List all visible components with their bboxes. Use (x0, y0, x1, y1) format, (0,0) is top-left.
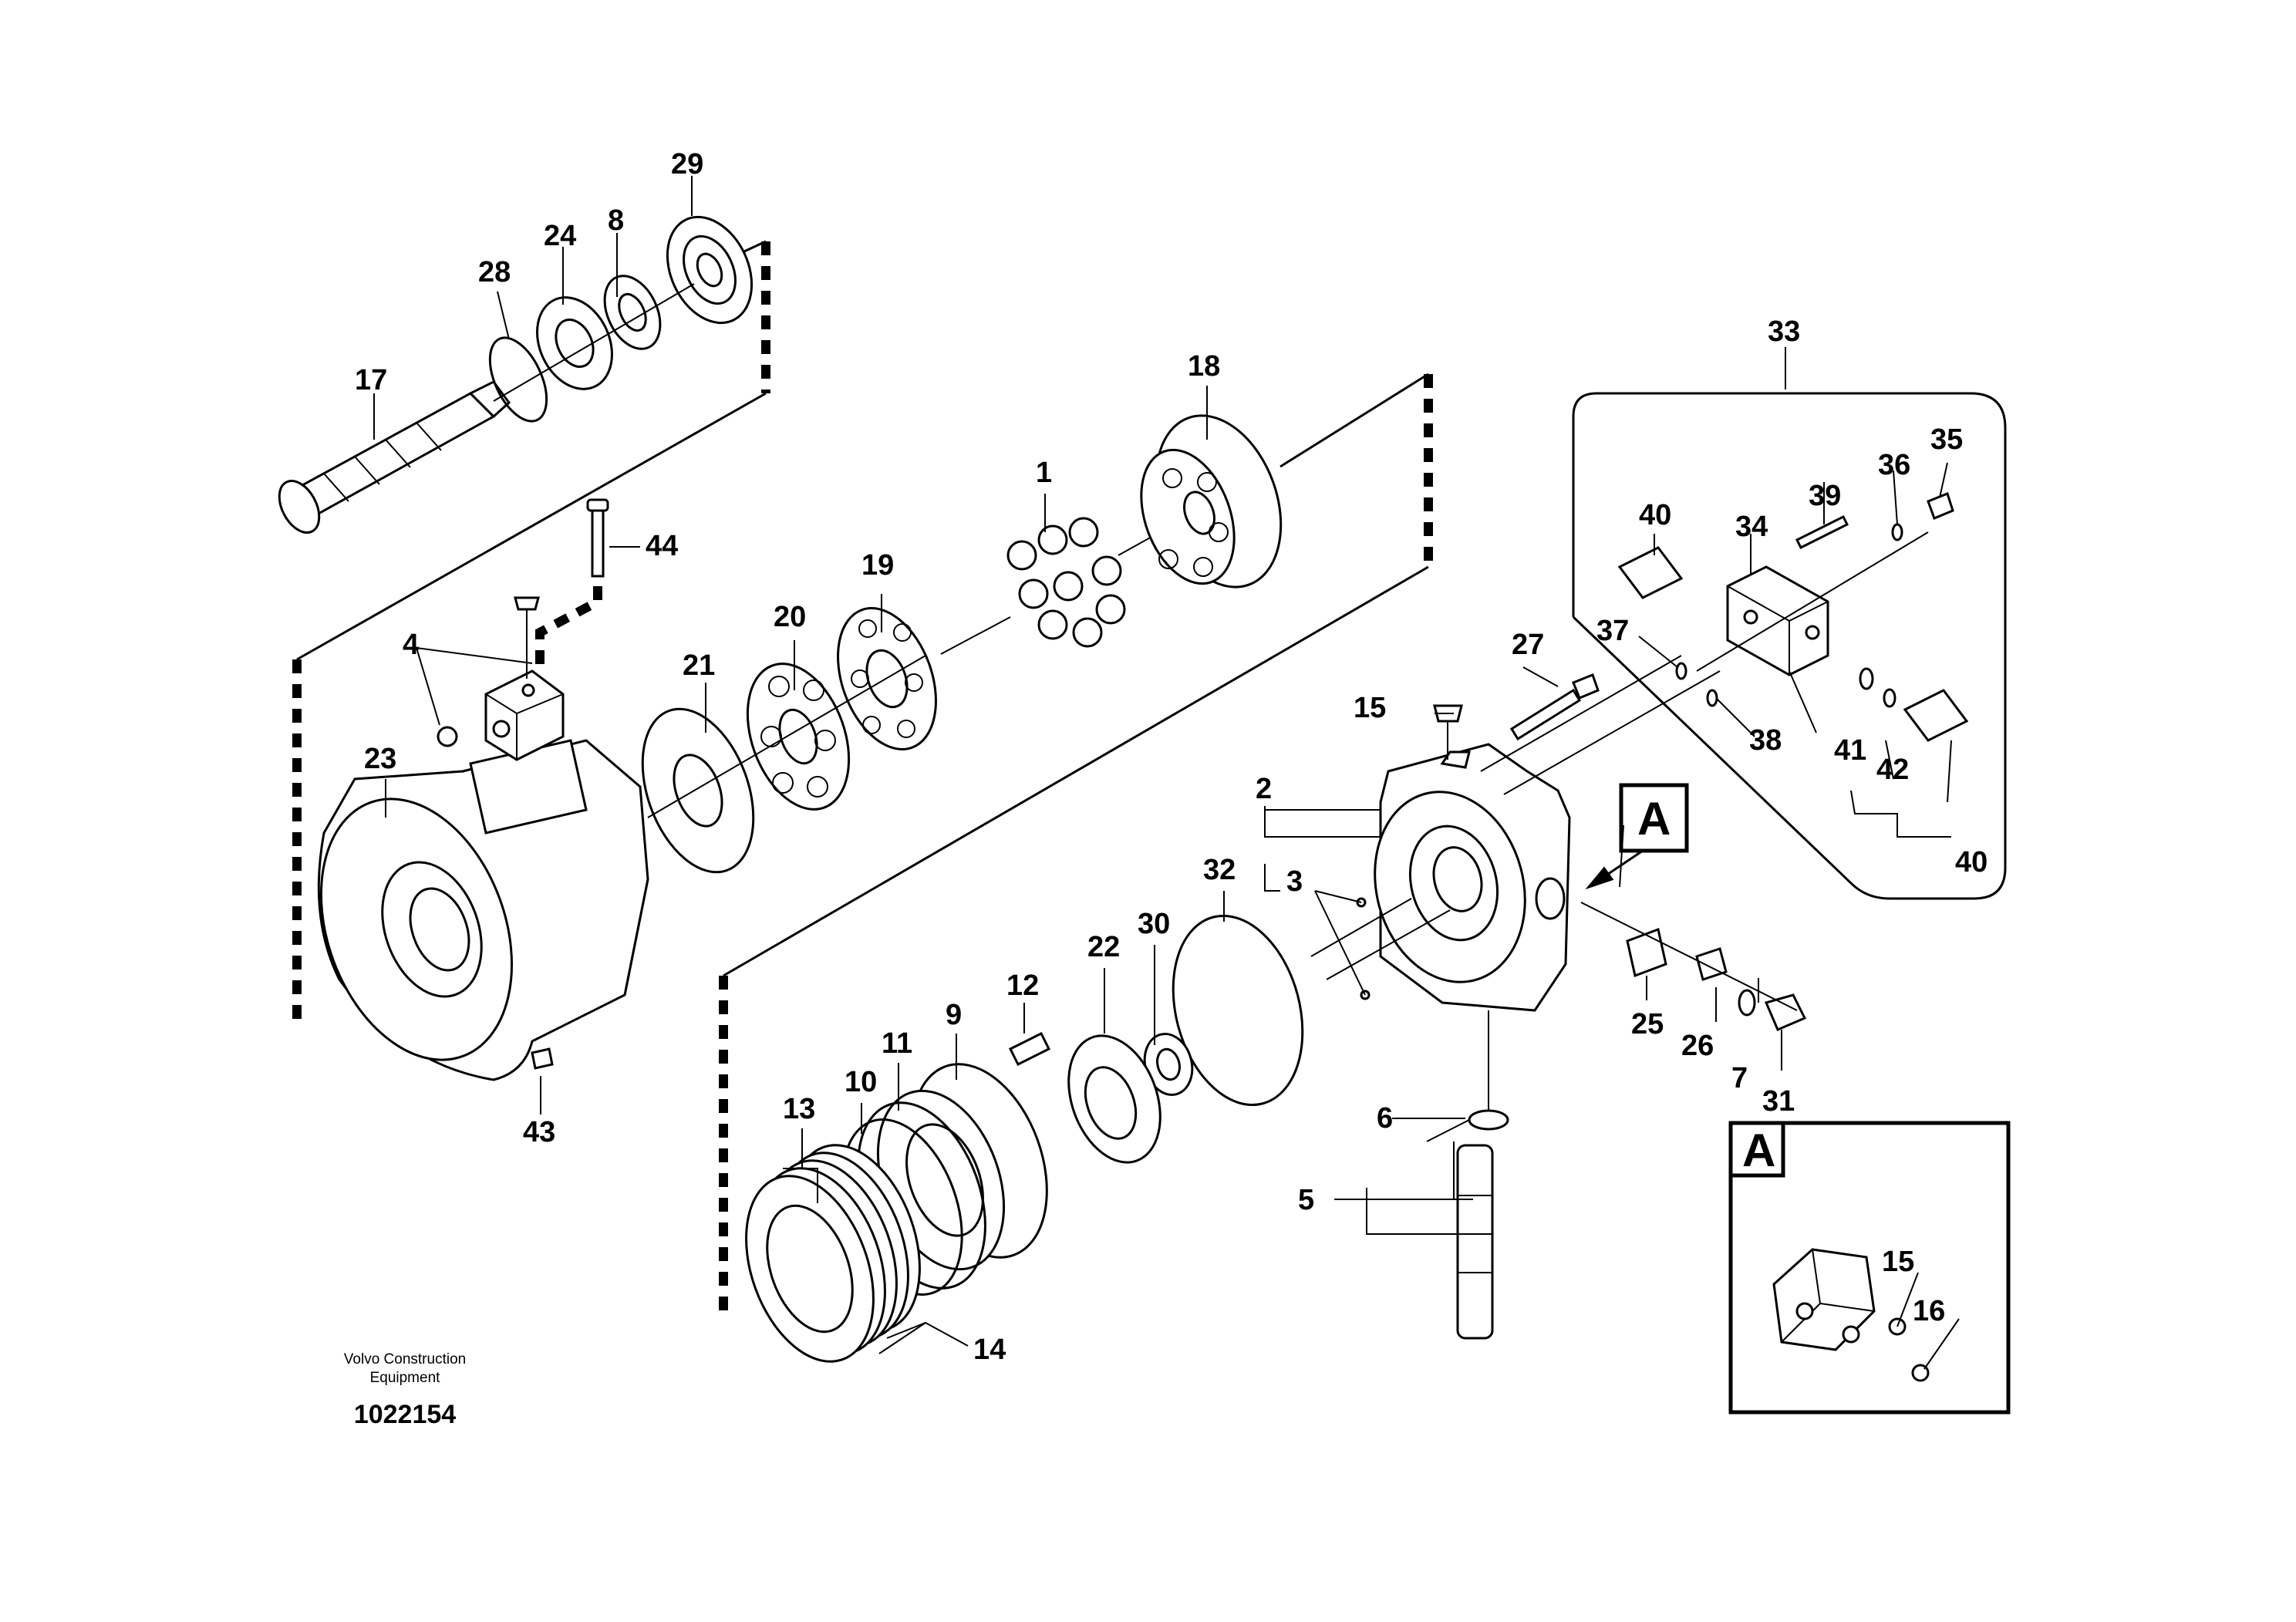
callout-14: 14 (973, 1334, 1006, 1366)
friction-plates-13-14 (745, 1144, 921, 1363)
callout-35: 35 (1930, 423, 1963, 456)
inset-33-assembly (1572, 392, 2007, 900)
valve-cover-2 (1374, 743, 1571, 1012)
callout-12: 12 (1006, 969, 1039, 1002)
callout-9: 9 (946, 999, 962, 1031)
callout-11: 11 (882, 1027, 912, 1060)
callout-41: 41 (1834, 734, 1866, 767)
callout-31: 31 (1762, 1085, 1795, 1118)
callout-29: 29 (671, 148, 703, 180)
document-footer: Volvo Construction Equipment 1022154 (344, 1351, 466, 1429)
spacer-8 (603, 275, 662, 350)
manufacturer-line-1: Volvo Construction (344, 1351, 466, 1367)
cylinder-block-18 (1140, 414, 1283, 588)
callout-32: 32 (1203, 854, 1236, 886)
view-marker-a-main: A (1637, 793, 1671, 845)
callout-26: 26 (1681, 1030, 1714, 1062)
housing-23 (317, 739, 649, 1081)
callout-1: 1 (1036, 457, 1052, 489)
callout-40-upper: 40 (1639, 499, 1671, 531)
callout-8: 8 (608, 204, 624, 237)
callout-7: 7 (1731, 1062, 1748, 1094)
plate-21 (641, 707, 755, 874)
callout-34: 34 (1735, 511, 1768, 543)
callout-20: 20 (774, 601, 806, 633)
plate-22 (1067, 1034, 1161, 1164)
view-marker-a-box (1619, 783, 1689, 853)
callout-21: 21 (683, 649, 715, 682)
callout-labels: 29 24 8 28 17 18 44 1 19 20 4 21 23 43 1… (355, 148, 1988, 1366)
spool-5 (1456, 1144, 1494, 1340)
bearing-29 (666, 215, 754, 325)
callout-15-main: 15 (1354, 692, 1386, 724)
bolt-44 (586, 498, 609, 578)
view-marker-a-detail: A (1742, 1125, 1775, 1176)
callout-2: 2 (1256, 773, 1272, 805)
valve-block-4 (437, 596, 565, 761)
callout-5: 5 (1298, 1184, 1314, 1216)
callout-6: 6 (1377, 1102, 1393, 1135)
callout-16: 16 (1913, 1295, 1945, 1327)
callout-25: 25 (1631, 1008, 1664, 1040)
callout-4: 4 (403, 629, 419, 661)
callout-37: 37 (1596, 615, 1629, 647)
callout-15-detail: 15 (1882, 1246, 1914, 1278)
bearing-30 (1143, 1033, 1194, 1096)
bolt-27 (1509, 673, 1600, 741)
check-valve-group (1626, 927, 1807, 1031)
callout-19: 19 (861, 549, 894, 582)
shaft-17 (278, 380, 511, 534)
assembly-boundary-lines (292, 240, 1433, 1319)
callout-23: 23 (364, 743, 396, 775)
callout-13: 13 (783, 1093, 815, 1125)
callout-28: 28 (478, 256, 511, 288)
manufacturer-line-2: Equipment (370, 1370, 441, 1386)
callout-3: 3 (1286, 865, 1303, 898)
leader-lines (373, 176, 1960, 1370)
piston-set-1 (1006, 517, 1126, 648)
callout-39: 39 (1809, 480, 1841, 512)
callout-42: 42 (1876, 754, 1909, 786)
seal-24 (536, 296, 613, 390)
retainer-plate-20 (746, 663, 851, 811)
screw-43 (531, 1047, 554, 1070)
detail-view-a (1728, 1121, 2011, 1415)
document-number: 1022154 (354, 1400, 456, 1429)
callout-33: 33 (1768, 315, 1800, 348)
callout-17: 17 (355, 364, 387, 396)
snap-ring-28 (488, 336, 548, 423)
callout-24: 24 (544, 220, 576, 252)
callout-43: 43 (523, 1116, 555, 1148)
callout-40-lower: 40 (1955, 846, 1988, 878)
callout-38: 38 (1749, 724, 1782, 757)
o-ring-6 (1468, 1109, 1509, 1131)
callout-27: 27 (1512, 629, 1544, 661)
o-ring-32 (1172, 914, 1304, 1107)
callout-44: 44 (646, 530, 678, 562)
callout-36: 36 (1878, 449, 1910, 481)
callout-10: 10 (845, 1066, 877, 1098)
callout-22: 22 (1087, 931, 1120, 963)
callout-30: 30 (1138, 908, 1170, 940)
spring-12 (1008, 1031, 1051, 1067)
callout-18: 18 (1188, 350, 1220, 383)
